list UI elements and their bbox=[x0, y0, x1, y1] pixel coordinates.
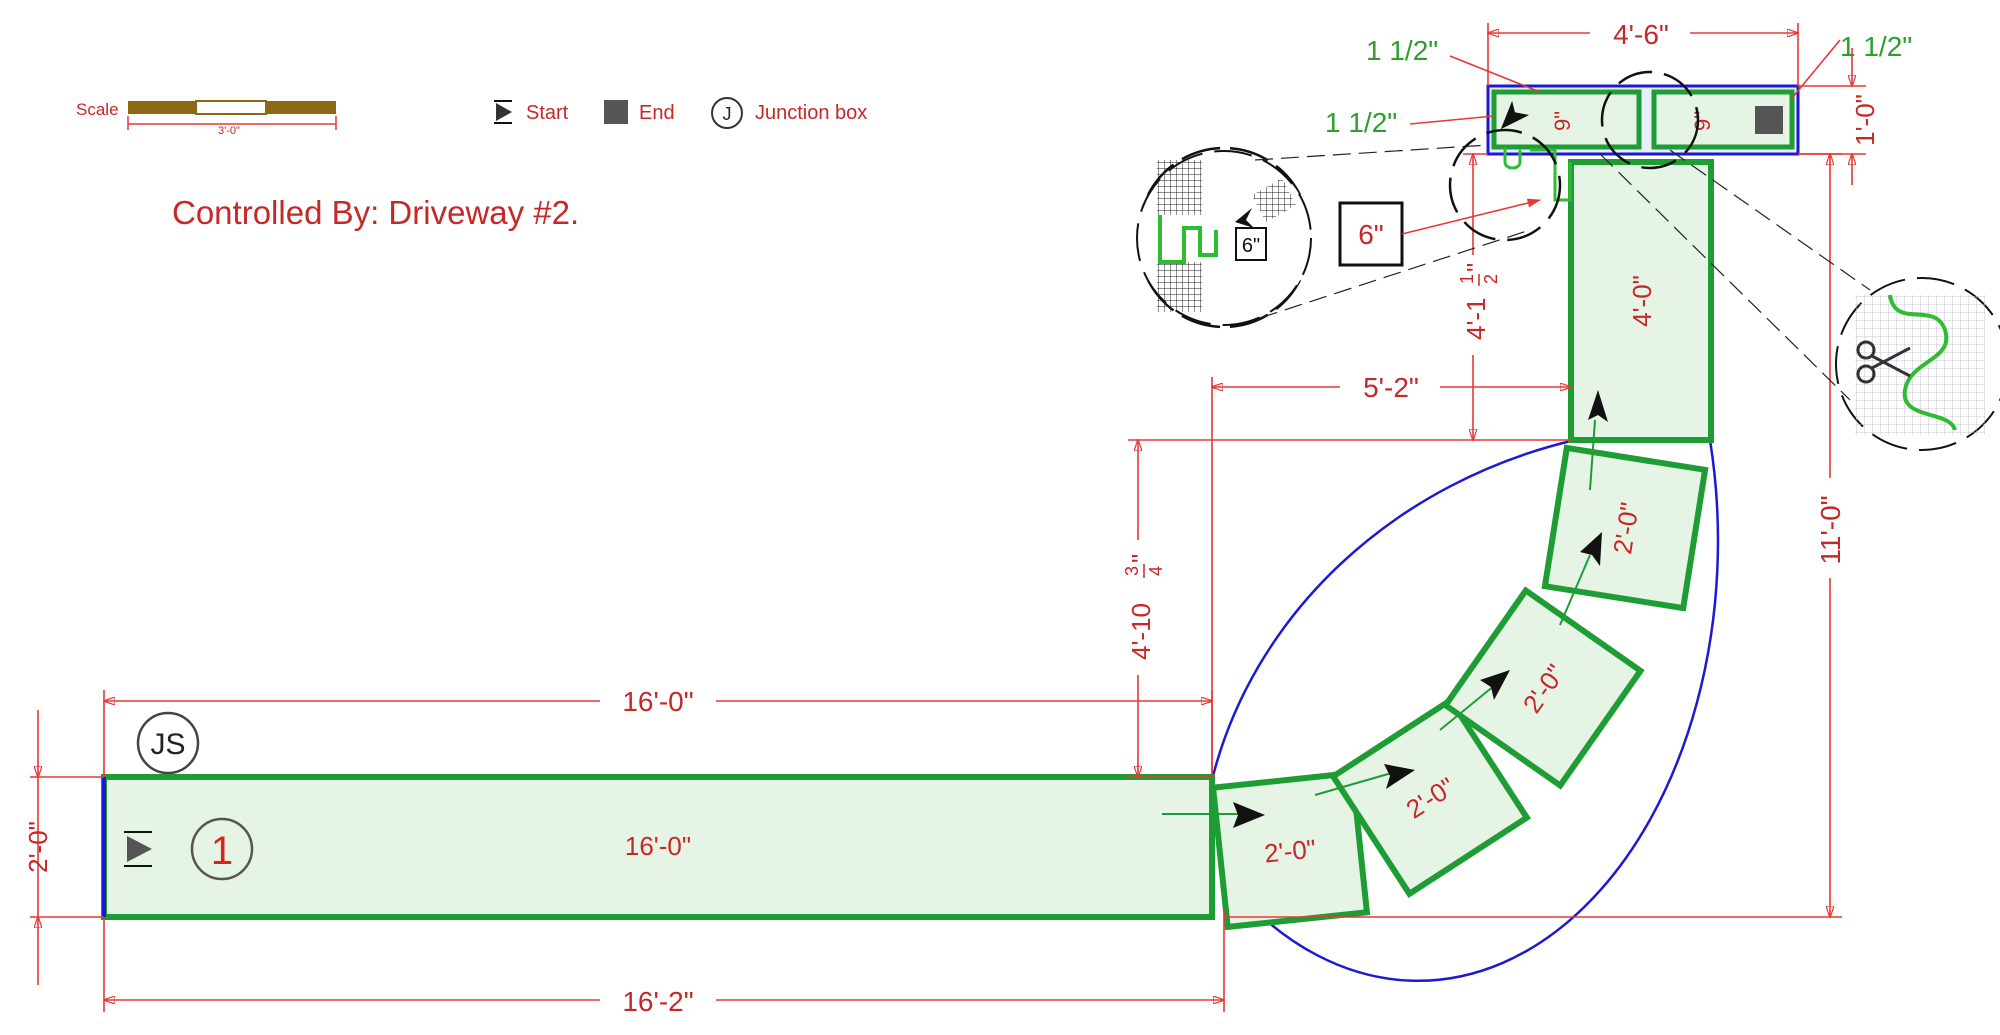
detail-size-label: 6" bbox=[1358, 219, 1384, 250]
end-marker bbox=[1755, 106, 1783, 134]
js-label: JS bbox=[150, 728, 185, 761]
dim-bottom-total: 16'-2" bbox=[622, 986, 693, 1017]
panel-curve-3: 2'-0" bbox=[1441, 586, 1645, 790]
circuit-number: 1 bbox=[211, 829, 233, 873]
detail-left: 6" bbox=[1136, 146, 1312, 329]
junction-box-icon: J bbox=[711, 97, 743, 129]
dim-top-height: 1'-0" bbox=[1850, 94, 1880, 146]
direction-arrows bbox=[1162, 100, 1608, 828]
dim-gap-a: 1 1/2" bbox=[1366, 35, 1438, 66]
scale-label: Scale bbox=[76, 100, 119, 119]
panels: 16'-0" 2'-0" 2'-0" 2'-0" 2'-0" 4'-0" 9" … bbox=[101, 84, 1800, 931]
svg-text:3: 3 bbox=[1122, 566, 1142, 576]
dim-top-width: 4'-6" bbox=[1613, 19, 1669, 50]
controlled-by-text: Controlled By: Driveway #2. bbox=[172, 194, 579, 231]
panel-top-right-label: 9" bbox=[1690, 111, 1715, 131]
detail-right bbox=[1835, 277, 2000, 451]
start-label: Start bbox=[526, 102, 569, 124]
start-icon bbox=[494, 100, 512, 124]
scale-bar bbox=[127, 100, 337, 130]
curve-outline bbox=[1210, 438, 1720, 983]
panel-long bbox=[101, 774, 1215, 920]
start-marker bbox=[124, 831, 152, 867]
dim-mid-width: 5'-2" bbox=[1363, 372, 1419, 403]
junction-box-label: Junction box bbox=[755, 102, 867, 124]
panel-curve-4: 2'-0" bbox=[1541, 444, 1709, 612]
svg-text:2: 2 bbox=[1481, 274, 1501, 284]
scissors-icon bbox=[1856, 340, 1911, 384]
panel-vertical-label: 4'-0" bbox=[1627, 275, 1657, 327]
dim-gap-b: 1 1/2" bbox=[1325, 107, 1397, 138]
panel-vertical bbox=[1568, 159, 1714, 443]
dimensions: 16'-0" 16'-2" 2'-0" 4'-10 3 4 " 5'-2" bbox=[23, 18, 1912, 1017]
dim-long-top: 16'-0" bbox=[622, 686, 693, 717]
panel-curve-2: 2'-0" bbox=[1329, 696, 1531, 898]
detail-inner-size: 6" bbox=[1242, 235, 1260, 257]
panel-long-label: 16'-0" bbox=[625, 831, 691, 861]
svg-text:J: J bbox=[723, 104, 732, 124]
svg-text:4'-1: 4'-1 bbox=[1461, 297, 1491, 340]
svg-text:4'-10: 4'-10 bbox=[1126, 603, 1156, 660]
end-label: End bbox=[639, 102, 675, 124]
svg-text:": " bbox=[1461, 263, 1491, 272]
scale-length: 3'-0" bbox=[218, 125, 240, 137]
legend: Scale 3'-0" Start End J Junction box bbox=[76, 97, 867, 137]
end-icon bbox=[604, 100, 628, 124]
svg-text:1: 1 bbox=[1457, 274, 1477, 284]
svg-text:4: 4 bbox=[1146, 566, 1166, 576]
svg-text:": " bbox=[1126, 554, 1156, 563]
circuit-number-circle bbox=[190, 817, 254, 881]
svg-text:2'-0": 2'-0" bbox=[1263, 833, 1318, 868]
dim-rise-upper: 4'-1 1 2 " bbox=[1457, 263, 1501, 340]
dim-rise-main: 4'-10 3 4 " bbox=[1122, 554, 1166, 660]
dim-left-height: 2'-0" bbox=[23, 821, 53, 873]
junction-box-js bbox=[136, 711, 200, 775]
dim-gap-c: 1 1/2" bbox=[1840, 31, 1912, 62]
panel-top-left-label: 9" bbox=[1550, 111, 1575, 131]
dim-right-height: 11'-0" bbox=[1815, 495, 1846, 564]
